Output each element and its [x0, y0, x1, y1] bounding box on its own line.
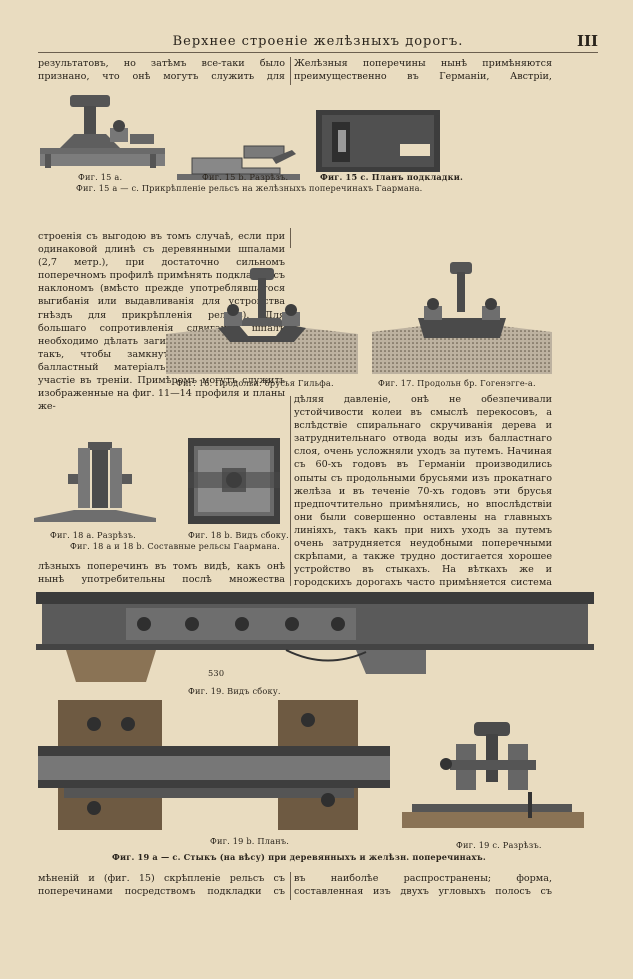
figure-15b: [172, 140, 302, 182]
caption-fig19c: Фиг. 19 c. Разрѣзъ.: [456, 840, 542, 850]
figure-15c: [316, 110, 440, 172]
page-header: Верхнее строеніе желѣзныхъ дорогъ. III: [38, 32, 598, 53]
figure-19b: [38, 700, 390, 830]
figure-15a: [40, 92, 165, 170]
text-left-middle: строенія съ выгодою въ томъ случаѣ, если…: [38, 231, 285, 413]
page-number: III: [576, 32, 598, 50]
caption-fig18b: Фиг. 18 b. Видъ сбоку.: [188, 530, 289, 540]
caption-fig15: Фиг. 15 a — c. Прикрѣпленіе рельсъ на же…: [76, 183, 423, 193]
running-title: Верхнее строеніе желѣзныхъ дорогъ.: [172, 34, 464, 49]
text-right-lead: Желѣзныя поперечины нынѣ примѣняются пре…: [294, 58, 552, 85]
text-bottom-left: мѣненій и (фиг. 15) скрѣпленіе рельсъ съ…: [38, 873, 285, 900]
text-right-middle: дѣляя давленіе, онѣ не обезпечивали усто…: [294, 394, 552, 588]
caption-fig15a: Фиг. 15 a.: [78, 172, 123, 182]
caption-fig17: Фиг. 17. Продольн бр. Гогенэгге-а.: [378, 378, 536, 388]
figure-17: [372, 258, 552, 374]
text-bottom-right: въ наиболѣе распространены; форма, соста…: [294, 873, 552, 900]
column-rule-2: [290, 228, 291, 248]
column-rule-3: [290, 396, 291, 586]
caption-fig19b: Фиг. 19 b. Планъ.: [210, 836, 290, 846]
text-right-wrap: [440, 83, 552, 221]
caption-fig19abc: Фиг. 19 a — c. Стыкъ (на вѣсу) при дерев…: [112, 852, 486, 862]
column-rule-4: [290, 872, 291, 900]
figure-18b: [188, 438, 280, 524]
text-left-short: лѣзныхъ поперечинъ въ томъ видѣ, какъ он…: [38, 561, 285, 588]
caption-fig19: Фиг. 19. Видъ сбоку.: [188, 686, 281, 696]
dimension-530: 530: [208, 668, 225, 678]
caption-fig18: Фиг. 18 a и 18 b. Составные рельсы Гаарм…: [70, 541, 280, 551]
caption-fig15b: Фиг. 15 b. Разрѣзъ.: [202, 172, 289, 182]
figure-19: [36, 590, 594, 686]
caption-fig16: Фиг. 16. Продольн. брусья Гильфа.: [176, 378, 334, 388]
figure-16: [166, 258, 358, 374]
caption-fig15c: Фиг. 15 c. Планъ подкладки.: [320, 172, 464, 182]
column-rule: [290, 57, 291, 85]
figure-19c: [402, 718, 584, 830]
caption-fig18a: Фиг. 18 a. Разрѣзъ.: [50, 530, 136, 540]
figure-18a: [34, 436, 156, 528]
text-top-left: результатовъ, но затѣмъ все-таки было пр…: [38, 58, 285, 85]
